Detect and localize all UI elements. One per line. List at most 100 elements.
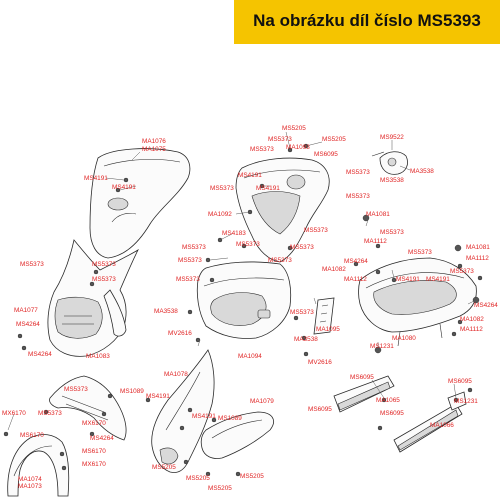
label-ms5373: MS5373	[20, 261, 44, 268]
label-ms5373: MS5373	[176, 276, 200, 283]
floor-board-part	[358, 257, 477, 347]
label-ma1094: MA1094	[238, 353, 262, 360]
label-ms5373: MS5373	[182, 244, 206, 251]
label-ms6095: MS6095	[350, 374, 374, 381]
banner-title: Na obrázku díl číslo MS5393	[253, 11, 481, 30]
label-ma1092: MA1092	[208, 211, 232, 218]
label-ma1083: MA1083	[86, 353, 110, 360]
label-ms5205: MS5205	[282, 125, 306, 132]
label-mx6170: MX6170	[2, 410, 26, 417]
label-ma1079: MA1079	[250, 398, 274, 405]
label-ms4191: MS4191	[426, 276, 450, 283]
label-ma4264: MS4264	[474, 302, 498, 309]
label-mx6170: MX6170	[82, 420, 106, 427]
label-ma1082: MA1082	[322, 266, 346, 273]
label-ms4191: MS4191	[192, 413, 216, 420]
label-ms5373: MS5373	[178, 257, 202, 264]
label-ma3538: MA3538	[294, 336, 318, 343]
label-ms5373: MS5373	[408, 249, 432, 256]
label-ms5373: MS4264	[90, 435, 114, 442]
label-ms4191: MS4191	[112, 184, 136, 191]
label-mx6170: MS6170	[82, 448, 106, 455]
label-ms3538: MS3538	[380, 177, 404, 184]
label-ms5205: MS5205	[322, 136, 346, 143]
front-lower-cover-part	[49, 375, 127, 441]
label-mv2616: MV2616	[308, 359, 332, 366]
handlebar-bracket-part	[371, 151, 408, 175]
label-ms5373: MS5373	[304, 227, 328, 234]
label-ms4191: MS4191	[84, 175, 108, 182]
label-ms1089: MS1089	[120, 388, 144, 395]
label-ma3538: MA3538	[154, 308, 178, 315]
label-ms5373: MS5373	[450, 268, 474, 275]
label-ma1093: MA1093	[286, 144, 310, 151]
side-cover-right-part	[200, 411, 274, 459]
label-ms5373: MS5373	[236, 241, 260, 248]
label-ma1082: MA1082	[460, 316, 484, 323]
front-mudguard-part	[7, 434, 70, 497]
label-ma1065: MA1065	[376, 397, 400, 404]
label-ms5373: MS5373	[290, 309, 314, 316]
label-ms5373: MS5373	[268, 257, 292, 264]
leader-lines	[7, 131, 477, 431]
label-mv2616: MV2616	[168, 330, 192, 337]
label-ma1066: MA1066	[430, 422, 454, 429]
windscreen-part	[89, 148, 191, 259]
label-ms4264: MS4264	[28, 351, 52, 358]
part-labels: MA1076 MA1075 MS4191 MS4191 MS5205 MS537…	[2, 125, 498, 492]
label-ma1073: MA1073	[18, 483, 42, 490]
label-ms5373: MS5373	[92, 276, 116, 283]
label-ma1112: MA1112	[466, 255, 489, 262]
label-ms4191: MS4191	[146, 393, 170, 400]
label-ms5205: MS5205	[152, 464, 176, 471]
label-ms6095: MS6095	[314, 151, 338, 158]
label-ma1080: MA1080	[392, 335, 416, 342]
side-vent-part	[313, 297, 335, 335]
label-ms1089: MS1089	[218, 415, 242, 422]
label-ma3538: MA3538	[410, 168, 434, 175]
label-ms5373: MS5373	[92, 261, 116, 268]
label-mx6170-lower: MX6170	[82, 461, 106, 468]
label-ms5205: MS5205	[240, 473, 264, 480]
label-ms6095: MS6095	[308, 406, 332, 413]
label-ms5373: MS5373	[346, 193, 370, 200]
label-ms5373: MS5373	[290, 244, 314, 251]
label-ma1076: MA1076	[142, 138, 166, 145]
label-ms5373: MS5373	[250, 146, 274, 153]
label-ma1077: MA1077	[14, 307, 38, 314]
side-cover-left-part	[151, 349, 215, 473]
label-ms5373: MS5373	[64, 386, 88, 393]
label-ms4264: MS4264	[344, 258, 368, 265]
label-ms1231: MS1231	[454, 398, 478, 405]
label-ma1081: MA1081	[466, 244, 490, 251]
label-ms4191: MS4191	[256, 185, 280, 192]
label-ms5373: MS5373	[38, 410, 62, 417]
floor-trim-right-part	[393, 391, 467, 453]
label-ma1095: MA1095	[316, 326, 340, 333]
part-number-banner: Na obrázku díl číslo MS5393	[234, 0, 500, 44]
dashboard-cover-part	[235, 157, 330, 263]
label-ma1081: MA1081	[366, 211, 390, 218]
label-ms5373: MS5373	[268, 136, 292, 143]
label-ms5373: MS5373	[380, 229, 404, 236]
label-ms5205: MS5205	[186, 475, 210, 482]
fasteners	[3, 143, 483, 477]
label-ms4264: MS4264	[16, 321, 40, 328]
label-ms4191: MS4191	[396, 276, 420, 283]
label-ma1112: MA1112	[460, 326, 483, 333]
label-ma1112: MA1112	[364, 238, 387, 245]
label-ms6095: MS6095	[448, 378, 472, 385]
label-ma1074: MA1074	[18, 476, 42, 483]
label-ms4191: MS4191	[238, 172, 262, 179]
label-ms6095: MS6095	[380, 410, 404, 417]
label-ms4183: MS4183	[222, 230, 246, 237]
label-ma1075: MA1075	[142, 146, 166, 153]
label-ma1112: MA1112	[344, 276, 367, 283]
front-fairing-part	[47, 239, 139, 357]
label-ms5373: MS5373	[210, 185, 234, 192]
leg-shield-part	[196, 261, 292, 339]
label-ms5205: MS5205	[208, 485, 232, 492]
floor-trim-left-part	[333, 375, 395, 413]
label-ms6170: MS6170	[20, 432, 44, 439]
